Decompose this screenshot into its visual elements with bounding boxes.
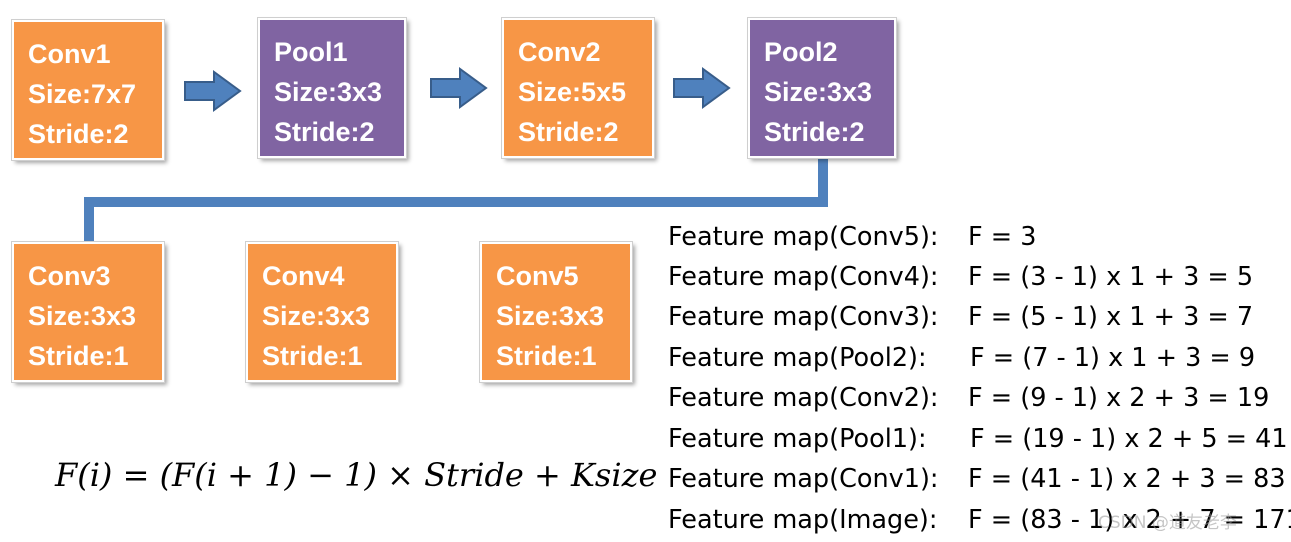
arrow-pool1-conv2 xyxy=(430,67,488,109)
layer-stride: Stride:2 xyxy=(764,117,865,147)
arrow-conv1-pool1 xyxy=(184,70,242,112)
feature-equation: F = (7 - 1) x 1 + 3 = 9 xyxy=(970,343,1256,373)
layer-name: Conv5 xyxy=(496,261,579,291)
feature-equation: F = (3 - 1) x 1 + 3 = 5 xyxy=(968,262,1254,292)
feature-label: Feature map(Conv4): xyxy=(668,262,939,292)
layer-name: Conv4 xyxy=(262,261,345,291)
layer-stride: Stride:2 xyxy=(518,117,619,147)
feature-equation: F = 3 xyxy=(968,222,1037,252)
feature-label: Feature map(Conv1): xyxy=(668,464,939,494)
feature-equation: F = (5 - 1) x 1 + 3 = 7 xyxy=(968,302,1254,332)
layer-box-conv2: Conv2 Size:5x5 Stride:2 xyxy=(501,17,655,159)
layer-box-conv3: Conv3 Size:3x3 Stride:1 xyxy=(11,241,165,383)
feature-equation: F = (19 - 1) x 2 + 5 = 41 xyxy=(970,424,1288,454)
layer-stride: Stride:2 xyxy=(274,117,375,147)
feature-equation: F = (83 - 1) x 2 + 7 = 171 xyxy=(968,505,1291,535)
feature-label: Feature map(Conv5): xyxy=(668,222,939,252)
layer-stride: Stride:1 xyxy=(262,341,363,371)
arrow-conv2-pool2 xyxy=(673,67,731,109)
feature-row-conv4: Feature map(Conv4): F = (3 - 1) x 1 + 3 … xyxy=(668,262,1253,292)
feature-label: Feature map(Pool2): xyxy=(668,343,927,373)
feature-row-conv5: Feature map(Conv5): F = 3 xyxy=(668,222,1036,252)
layer-size: Size:3x3 xyxy=(496,301,605,331)
layer-name: Conv3 xyxy=(28,261,111,291)
layer-name: Conv2 xyxy=(518,37,601,67)
layer-size: Size:7x7 xyxy=(28,79,137,109)
layer-name: Pool2 xyxy=(764,37,838,67)
layer-box-conv1: Conv1 Size:7x7 Stride:2 xyxy=(11,19,165,161)
feature-equation: F = (9 - 1) x 2 + 3 = 19 xyxy=(968,383,1270,413)
layer-stride: Stride:1 xyxy=(28,341,129,371)
watermark: CSDN @道友老李 xyxy=(1098,513,1237,533)
feature-row-conv3: Feature map(Conv3): F = (5 - 1) x 1 + 3 … xyxy=(668,302,1253,332)
receptive-field-formula: F(i) = (F(i + 1) − 1) × Stride + Ksize xyxy=(55,456,658,494)
feature-row-conv1: Feature map(Conv1): F = (41 - 1) x 2 + 3… xyxy=(668,464,1286,494)
layer-size: Size:3x3 xyxy=(274,77,383,107)
feature-label: Feature map(Conv3): xyxy=(668,302,939,332)
feature-label: Feature map(Image): xyxy=(668,505,938,535)
layer-size: Size:5x5 xyxy=(518,77,627,107)
layer-name: Pool1 xyxy=(274,37,348,67)
layer-size: Size:3x3 xyxy=(28,301,137,331)
feature-row-pool2: Feature map(Pool2): F = (7 - 1) x 1 + 3 … xyxy=(668,343,1255,373)
feature-row-pool1: Feature map(Pool1): F = (19 - 1) x 2 + 5… xyxy=(668,424,1288,454)
layer-stride: Stride:1 xyxy=(496,341,597,371)
feature-equation: F = (41 - 1) x 2 + 3 = 83 xyxy=(968,464,1286,494)
layer-stride: Stride:2 xyxy=(28,119,129,149)
layer-size: Size:3x3 xyxy=(262,301,371,331)
layer-box-pool1: Pool1 Size:3x3 Stride:2 xyxy=(257,17,407,159)
layer-box-conv5: Conv5 Size:3x3 Stride:1 xyxy=(479,241,633,383)
layer-box-conv4: Conv4 Size:3x3 Stride:1 xyxy=(245,241,399,383)
layer-name: Conv1 xyxy=(28,39,111,69)
layer-size: Size:3x3 xyxy=(764,77,873,107)
feature-row-image: Feature map(Image): F = (83 - 1) x 2 + 7… xyxy=(668,505,1291,535)
feature-row-conv2: Feature map(Conv2): F = (9 - 1) x 2 + 3 … xyxy=(668,383,1269,413)
feature-label: Feature map(Conv2): xyxy=(668,383,939,413)
feature-label: Feature map(Pool1): xyxy=(668,424,927,454)
layer-box-pool2: Pool2 Size:3x3 Stride:2 xyxy=(747,17,897,159)
